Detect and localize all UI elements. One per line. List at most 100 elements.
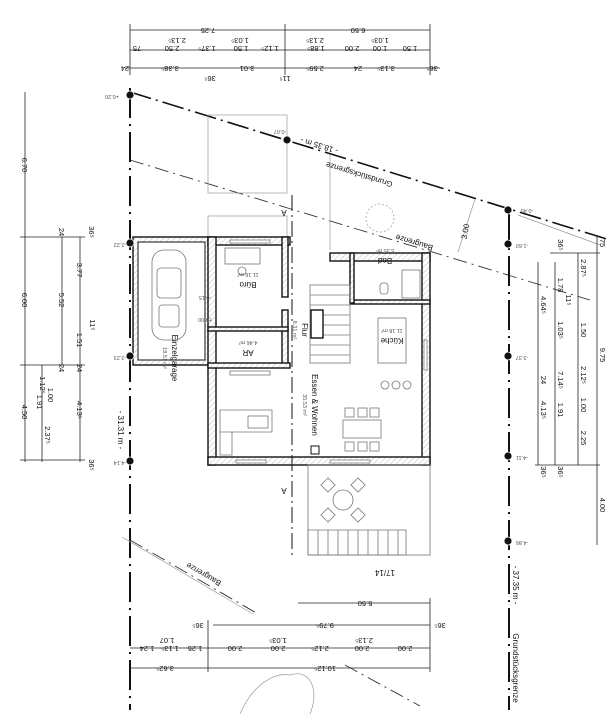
dimension-bottom: 36⁵ [192,621,203,630]
dimension-top: 1.50 [403,44,418,53]
dimension-bottom: 2.12⁵ [311,644,329,653]
benchmark-icon [125,456,135,466]
dimension-left: 2.37⁵ [43,426,52,444]
benchmark-icon [503,451,513,461]
dimension-left: 36⁵ [87,459,96,470]
left-length: - 31.31 m - [116,411,125,450]
dimension-right: 36⁵ [556,239,565,250]
benchmark-icon [282,135,292,145]
room-area-flur: 8.31 m² [291,321,297,340]
dimension-left: 1.00 [46,388,55,403]
benchmark-icon [503,205,513,215]
dimension-bottom: 1.13⁵ [161,644,179,653]
benchmark-icon [125,90,135,100]
dimension-top: 36⁵ [204,74,215,83]
room-name-ar: AR [242,348,253,357]
right-length: - 37.35 m - [511,566,520,605]
dimension-top: 24 [354,64,362,73]
dimension-bottom: 3.62⁵ [156,664,174,673]
elevation-mark: -0.07 [274,128,287,134]
dimension-top: 7.25 [201,26,216,35]
terrace-steps [307,529,407,556]
dimension-bottom: 1.07 [160,636,175,645]
dimension-top: 2.13⁵ [306,36,324,45]
dimension-left: 36⁵ [87,226,96,237]
dimension-left: 1.91 [35,395,44,410]
dimension-right: 75 [598,239,607,247]
building-line-top [129,159,591,301]
dimension-right: 1.00 [579,398,588,413]
dining-table [342,419,382,439]
parcel-number: 17/14 [374,568,395,577]
shower [401,269,421,299]
room-name-flur: Flur [300,323,309,337]
dimension-left: 24 [57,364,66,372]
dimension-right: 4.13⁵ [539,401,548,419]
dimension-lines [20,24,600,672]
dimension-bottom: 2.13⁵ [355,636,373,645]
dimension-left: 24 [57,228,66,236]
dimension-right: 4.64⁵ [539,296,548,314]
dimension-right: 1.91 [556,403,565,418]
dimension-top: 24 [121,64,129,73]
dimension-bottom: 2.00 [271,644,286,653]
room-name-kueche: Küche [380,336,403,345]
carport-outline-lower [207,215,288,239]
room-area-wohnen: 35.53 m² [301,394,307,416]
dimension-top: 2.13⁵ [168,36,186,45]
dimension-top: 1.03⁵ [231,36,249,45]
section-mark-bottom: A [281,486,287,495]
toilet [379,282,389,295]
dimension-right: 9.75 [598,348,607,363]
dimension-right: 1.50 [579,323,588,338]
room-area-kueche: 11.18 m² [381,327,402,333]
dimension-top: 1.88⁵ [307,44,325,53]
building-line-bottom [129,539,259,615]
dimension-top: 1.50 [234,44,249,53]
dimension-right: 2.87⁵ [579,259,588,277]
dimension-bottom: 2.00 [228,644,243,653]
dimension-bottom: 2.00 [355,644,370,653]
dimension-top: 1.37⁵ [198,44,216,53]
dimension-left: 1.12⁵ [38,376,47,394]
dimension-left: 5.52 [57,293,66,308]
house-walls [207,236,431,466]
elevation-mark: -1.60 [516,242,529,248]
sofa [219,409,273,456]
dimension-right: 36⁵ [539,466,548,477]
setback-line [457,198,476,253]
room-name-garage: Einzelgarage [170,335,179,382]
section-mark-top: A [281,208,287,217]
dimension-left: 24 [75,364,84,372]
dimension-bottom: 9.79⁵ [316,621,334,630]
dimension-top: 75 [133,44,141,53]
dimension-left: 3.77 [75,263,84,278]
dimension-bottom: 36⁵ [434,621,445,630]
terrace-table [332,489,354,511]
dimension-top: 3.01 [240,64,255,73]
dimension-right: 2.12⁵ [579,366,588,384]
elevation-mark: -2.22 [114,241,127,247]
dimension-bottom: 1.03⁵ [269,636,287,645]
dimension-right: 24 [539,376,548,384]
dimension-bottom: 1.25 [188,644,203,653]
dimension-left: 6.70 [20,158,29,173]
dimension-bottom: 1.24 [140,644,155,653]
dimension-left: 6.00 [20,293,29,308]
room-name-wohnen: Essen & Wohnen [310,374,319,436]
elevation-mark: ±0.00 [198,316,212,322]
dimension-right: 2.25 [579,431,588,446]
dimension-left: 1.51 [75,333,84,348]
dimension-top: 1.00 [373,44,388,53]
benchmark-icon [125,351,135,361]
room-area-bad: 5.35 m² [376,247,395,253]
benchmark-icon [503,536,513,546]
property-boundary-bottom [344,664,421,707]
dimension-right: 36⁵ [556,466,565,477]
dimension-bottom: 5.50 [358,599,373,608]
tree-symbol-bottom [239,673,315,714]
elevation-mark: -0.45 [521,207,534,213]
dimension-top: 3.38⁵ [161,64,179,73]
boundary-length-top: - 18.35 m - [299,135,339,155]
